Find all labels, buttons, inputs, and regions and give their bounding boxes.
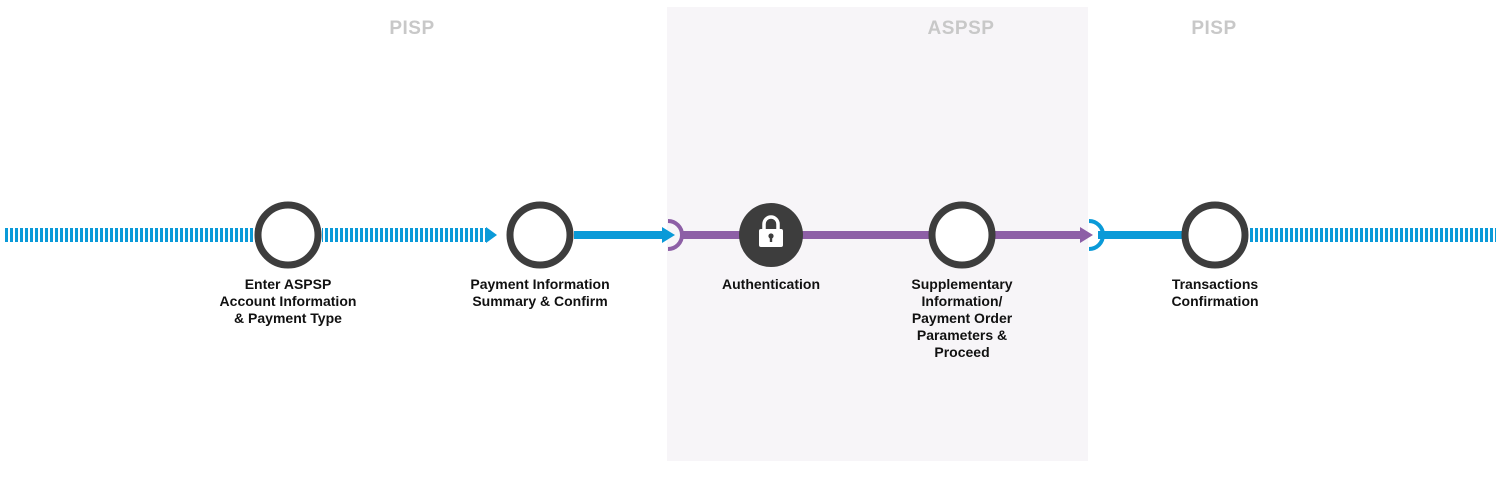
step-label-authentication: Authentication xyxy=(722,276,820,292)
transition-ring-blue xyxy=(1088,219,1105,251)
step-label-enter-aspsp: Enter ASPSP Account Information & Paymen… xyxy=(219,276,357,326)
zone-label-aspsp: ASPSP xyxy=(927,18,995,39)
step-label-supplementary: Supplementary Information/ Payment Order… xyxy=(911,276,1013,360)
padlock-icon xyxy=(759,215,783,247)
flow-line-dotted-start xyxy=(4,228,256,242)
step-label-payment-summary: Payment Information Summary & Confirm xyxy=(470,276,610,309)
flow-arrowhead-3 xyxy=(1080,227,1093,243)
step-node-5 xyxy=(1181,201,1249,269)
flow-line-dotted-end xyxy=(1247,228,1496,242)
flow-line-dotted-mid xyxy=(322,228,486,242)
zone-label-pisp-right: PISP xyxy=(1191,18,1237,39)
zone-label-pisp-left: PISP xyxy=(389,18,435,39)
step-node-4 xyxy=(928,201,996,269)
flow-arrowhead-2 xyxy=(662,227,675,243)
flow-arrowhead-1 xyxy=(486,227,497,243)
transition-ring-purple xyxy=(667,219,684,251)
step-node-1 xyxy=(254,201,322,269)
step-node-2 xyxy=(506,201,574,269)
step-label-transactions-confirmation: Transactions Confirmation xyxy=(1171,276,1259,309)
